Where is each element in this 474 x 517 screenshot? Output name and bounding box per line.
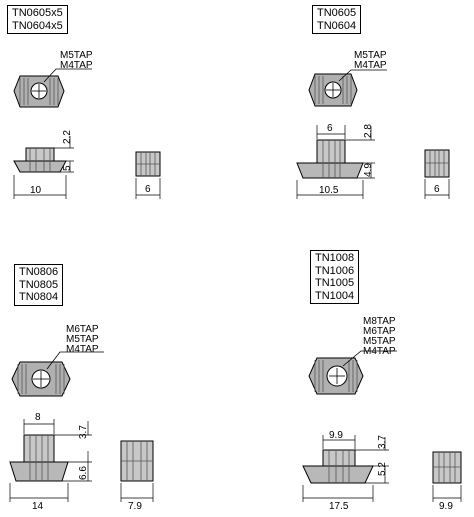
dim-base-width: 14: [32, 501, 44, 512]
dim-neck-height: 4.9: [363, 163, 374, 177]
dim-side-width: 7.9: [128, 501, 142, 512]
model-label-box-1: TN0605x5 TN0604x5: [7, 5, 68, 34]
dim-base-width: 10.5: [319, 185, 339, 196]
tnut-drawing-1: M5TAP M4TAP 2.2 5 10 6: [13, 50, 161, 199]
tnut-base: [296, 162, 364, 179]
tnut-drawing-2: M5TAP M4TAP 6 2.8 4.9 10.5 6: [296, 50, 450, 199]
model-label-box-3: TN0806 TN0805 TN0804: [14, 264, 64, 306]
tap-leader: [338, 69, 387, 82]
tnut-drawing-4: M8TAP M6TAP M5TAP M4TAP 9.9 3.7 5.2 17.5…: [302, 316, 462, 512]
tap-leader: [342, 350, 397, 367]
dim-base-width: 17.5: [329, 501, 349, 512]
model-name: TN0604x5: [12, 19, 63, 32]
tap-label: M5TAP: [363, 336, 396, 347]
dim-top-height: 3.7: [377, 435, 388, 449]
tnut-side-view: [424, 149, 450, 178]
tap-label: M8TAP: [363, 316, 396, 327]
tap-label: M4TAP: [60, 60, 93, 71]
model-name: TN0804: [19, 291, 59, 303]
model-name: TN0806: [19, 266, 59, 278]
dim-top-width: 6: [327, 123, 333, 134]
dim-side-width: 9.9: [439, 501, 453, 512]
model-name: TN1006: [315, 264, 355, 277]
tnut-neck: [316, 139, 346, 164]
tap-leader: [46, 351, 104, 370]
tnut-base: [13, 160, 67, 173]
model-name: TN1005: [315, 277, 355, 289]
tnut-drawing-3: M6TAP M5TAP M4TAP 8 3.7 6.6 14 7.9: [9, 324, 154, 512]
tap-label: M6TAP: [363, 326, 396, 337]
model-name: TN0605x5: [12, 7, 63, 19]
tnut-neck: [322, 449, 356, 467]
dim-top-width: 8: [35, 412, 41, 423]
dim-top-width: 9.9: [329, 430, 343, 441]
model-name: TN0805: [19, 278, 59, 291]
dim-side-width: 6: [434, 184, 440, 195]
tnut-base: [9, 461, 69, 482]
tap-label: M4TAP: [363, 346, 396, 357]
tnut-side-view: [432, 451, 462, 484]
tap-label: M5TAP: [354, 50, 387, 61]
tap-label: M6TAP: [66, 324, 99, 335]
tnut-neck: [23, 434, 55, 463]
tap-label: M4TAP: [354, 60, 387, 71]
dim-neck-height: 5.2: [377, 462, 388, 476]
tap-leader: [43, 68, 92, 83]
model-name: TN1008: [315, 252, 355, 264]
model-label-box-2: TN0605 TN0604: [312, 5, 362, 34]
dim-base-width: 10: [30, 185, 42, 196]
model-label-box-4: TN1008 TN1006 TN1005 TN1004: [310, 250, 360, 304]
dim-side-width: 6: [145, 184, 151, 195]
dim-neck-height: 6.6: [78, 466, 89, 480]
tap-label: M5TAP: [66, 334, 99, 345]
model-name: TN1004: [315, 289, 355, 302]
model-name: TN0605: [317, 7, 357, 19]
dim-top-height: 2.8: [363, 124, 374, 138]
tap-label: M4TAP: [66, 344, 99, 355]
tap-label: M5TAP: [60, 50, 93, 61]
tnut-base: [302, 465, 374, 484]
dim-top-height: 3.7: [78, 425, 89, 439]
dim-top-height: 2.2: [62, 130, 73, 144]
model-name: TN0604: [317, 19, 357, 32]
dim-neck-height: 5: [62, 165, 73, 171]
